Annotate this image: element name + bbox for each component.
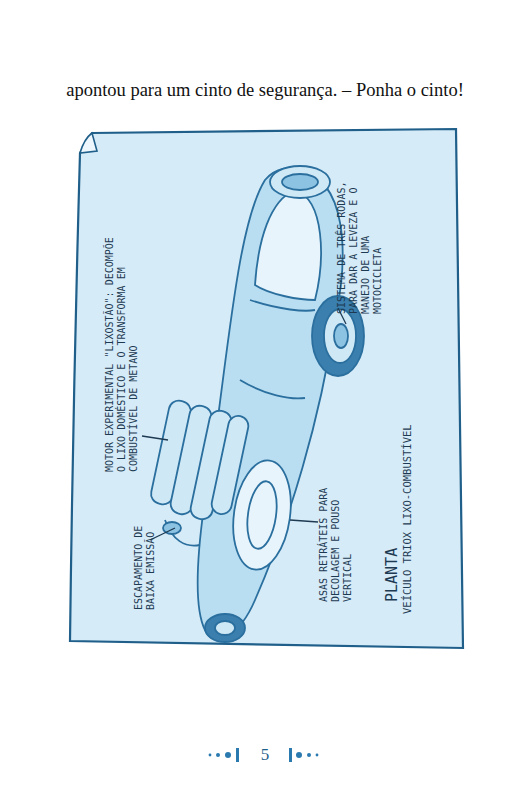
callout-label: MOTOR EXPERIMENTAL "LIXOSTÃO": DECOMPÕE … xyxy=(104,227,140,472)
story-text: apontou para um cinto de segurança. – Po… xyxy=(0,78,530,102)
sheet-subtitle: VEÍCULO TRIOX LIXO-COMBUSTÍVEL xyxy=(401,399,414,614)
leader-lines xyxy=(142,308,346,540)
callout-label: ESCAPAMENTO DE BAIXA EMISSÃO xyxy=(133,520,157,610)
sheet-title: PLANTA xyxy=(383,522,401,602)
blueprint-sheet xyxy=(70,129,463,648)
curled-corner xyxy=(80,133,97,153)
callout-label: ASAS RETRÁTEIS PARA DECOLAGEM E POUSO VE… xyxy=(318,484,354,602)
vehicle-drawing xyxy=(149,166,364,642)
callout-label: SISTEMA DE TRÊS RODAS, PARA DAR A LEVEZA… xyxy=(336,178,384,314)
page-number: 5 xyxy=(250,744,280,766)
